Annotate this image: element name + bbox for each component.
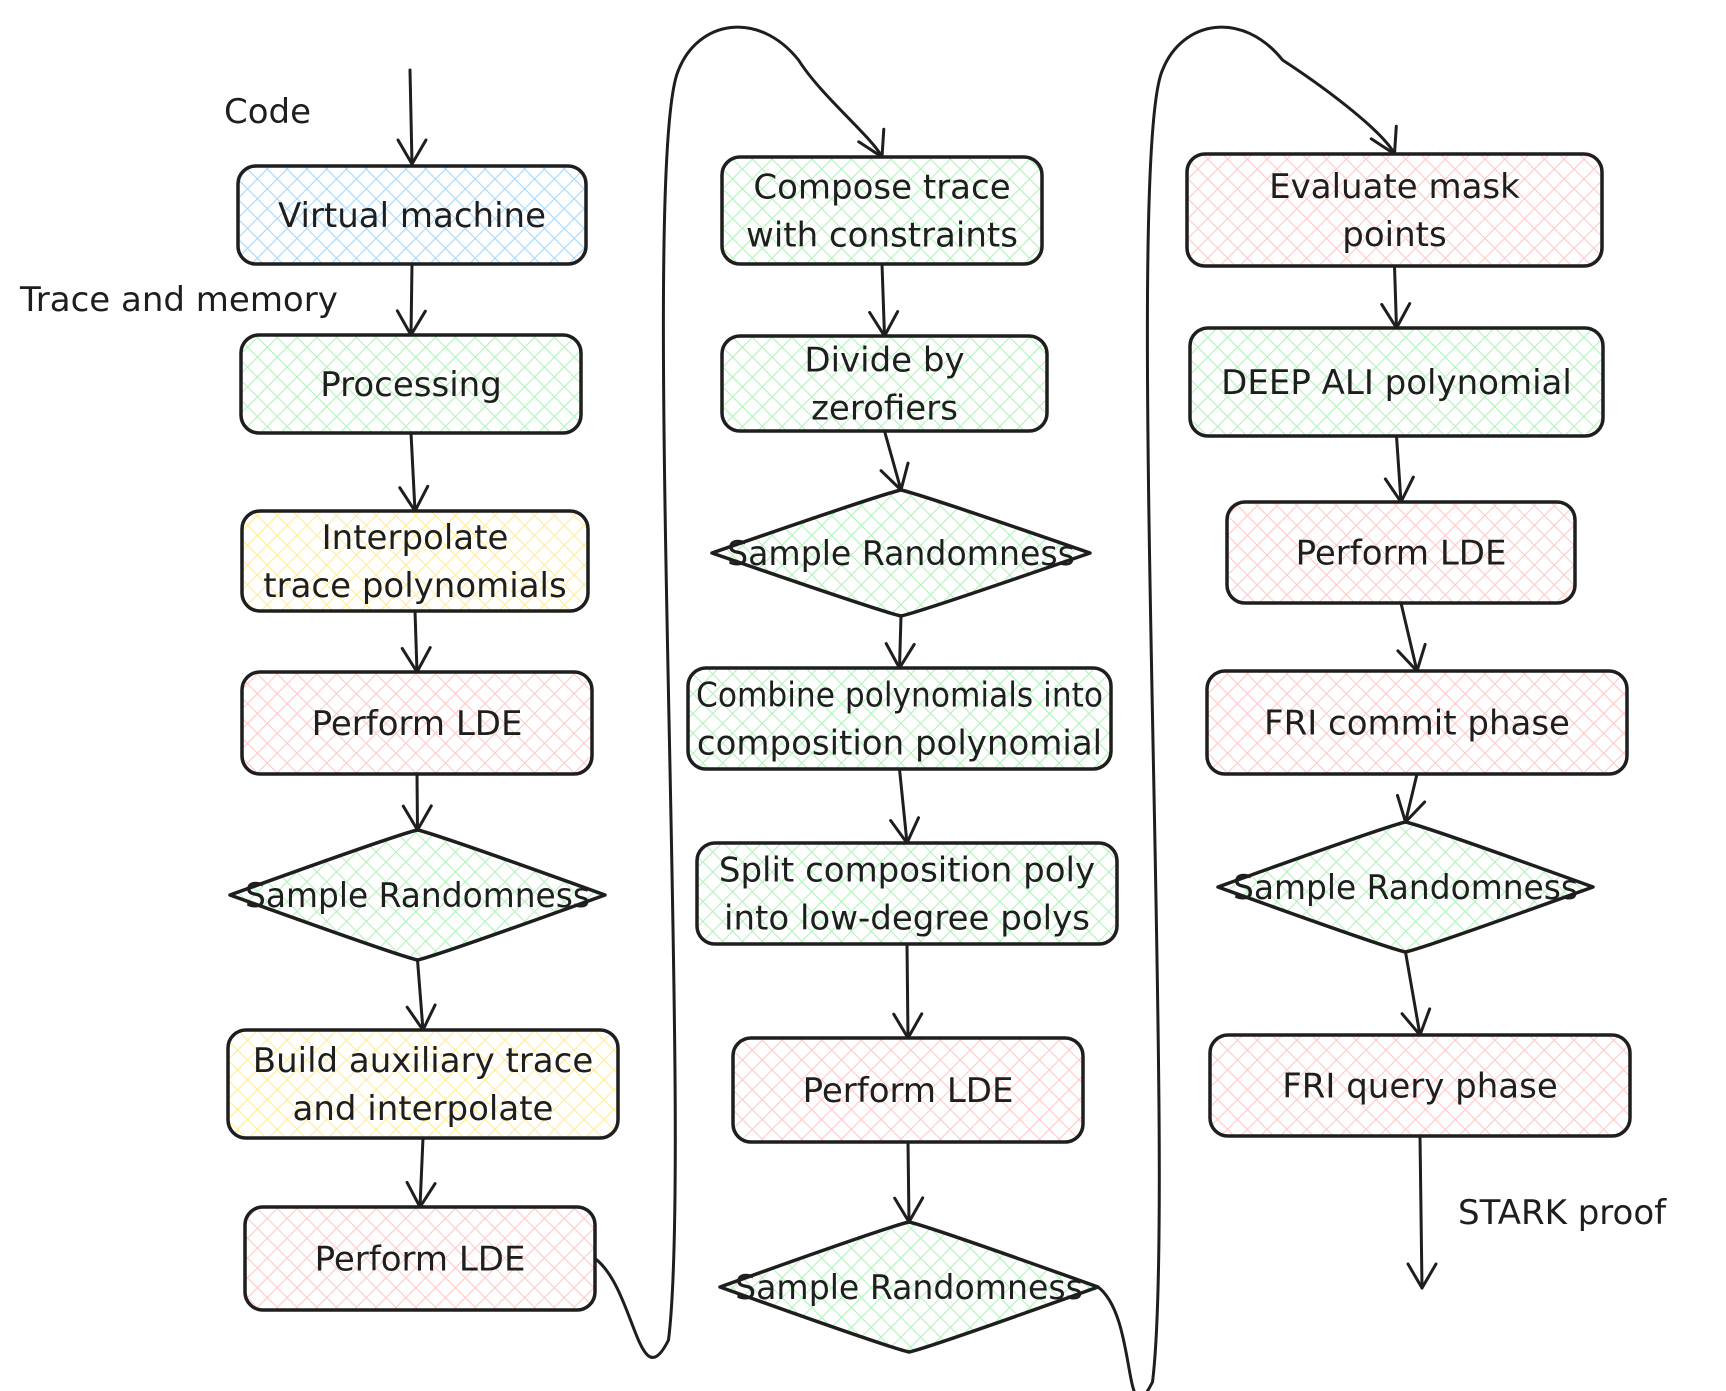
edge-deep-ali-to-lde-4 [1395,434,1403,504]
node-sample-2: Sample Randomness [710,488,1092,618]
sample-2-diamond [710,488,1092,618]
build-aux-label-line-2: and interpolate [293,1089,554,1129]
lde-2-label-line-1: Perform LDE [315,1240,526,1280]
node-fri-query: FRI query phase [1208,1033,1632,1138]
processing-label-line-1: Processing [320,365,502,405]
trace-and-memory-label: Trace and memory [19,280,338,320]
compose-trace-box [720,155,1044,266]
edge-fri-commit-to-sample-4 [1404,772,1419,824]
lde-3-label-line-1: Perform LDE [803,1071,1014,1111]
sample-4-label-line-1: Sample Randomness [1233,868,1578,908]
divide-zerofiers-label-line-1: Divide by [804,341,964,381]
split-composition-label-line-2: into low-degree polys [724,899,1090,939]
code-label: Code [224,92,311,132]
fri-commit-label-line-1: FRI commit phase [1264,704,1570,744]
fri-query-box [1208,1033,1632,1138]
virtual-machine-label-line-1: Virtual machine [278,196,546,236]
edge-lde-3-to-sample-3 [906,1140,911,1224]
stark-proof-label: STARK proof [1458,1193,1667,1233]
divide-zerofiers-label-line-2: zerofiers [811,389,958,429]
combine-polys-label-line-2: composition polynomial [697,724,1102,764]
node-sample-3: Sample Randomness [718,1220,1100,1354]
node-build-aux: Build auxiliary trace and interpolate [226,1028,620,1140]
edge-evaluate-mask-to-deep-ali [1393,264,1398,330]
edge-split-composition-to-lde-3 [905,942,910,1040]
node-fri-commit: FRI commit phase [1205,669,1629,776]
edge-divide-zerofiers-to-sample-2 [883,429,903,492]
node-lde-1: Perform LDE [240,670,594,776]
interpolate-trace-label-line-1: Interpolate [322,518,509,558]
edge-lde-1-to-sample-1 [415,772,419,832]
sample-3-label-line-1: Sample Randomness [735,1268,1083,1308]
evaluate-mask-label-line-2: points [1342,215,1446,255]
edge-lde-4-to-fri-commit [1399,601,1419,673]
edge-virtual-machine-to-processing [409,262,414,337]
combine-polys-box [686,666,1113,771]
node-combine-polys: Combine polynomials into composition poly… [686,666,1113,771]
input-code-arrow [408,68,414,166]
lde-4-label-line-1: Perform LDE [1296,534,1507,574]
edge-compose-trace-to-divide-zerofiers [880,262,886,338]
node-virtual-machine: Virtual machine [236,164,588,266]
sample-2-label-line-1: Sample Randomness [727,534,1075,574]
virtual-machine-box [236,164,588,266]
interpolate-trace-label-line-2: trace polynomials [263,566,566,606]
edge-layer [395,25,1438,1391]
deep-ali-label-line-1: DEEP ALI polynomial [1221,363,1572,403]
node-evaluate-mask: Evaluate mask points [1185,152,1604,268]
edge-lde-2-to-compose-trace [593,25,884,1359]
interpolate-trace-box [240,509,590,613]
node-sample-1: Sample Randomness [228,828,607,962]
lde-3-box [731,1036,1085,1144]
node-lde-4: Perform LDE [1225,500,1577,605]
build-aux-label-line-1: Build auxiliary trace [253,1041,594,1081]
lde-1-label-line-1: Perform LDE [312,704,523,744]
node-compose-trace: Compose trace with constraints [720,155,1044,266]
build-aux-box [226,1028,620,1140]
edge-sample-3-to-evaluate-mask [1096,25,1396,1391]
input-code-arrowhead [396,138,428,166]
evaluate-mask-label-line-1: Evaluate mask [1269,167,1520,207]
deep-ali-box [1188,326,1605,438]
output-proof-arrowhead [1406,1262,1438,1290]
node-split-composition: Split composition poly into low-degree po… [695,841,1119,946]
edge-build-aux-to-lde-2 [418,1136,425,1209]
edge-sample-4-to-fri-query [1404,950,1422,1037]
fri-query-label-line-1: FRI query phase [1282,1067,1558,1107]
node-lde-2: Perform LDE [243,1205,597,1312]
lde-4-box [1225,500,1577,605]
node-processing: Processing [239,333,583,435]
compose-trace-label-line-1: Compose trace [753,168,1010,208]
node-sample-4: Sample Randomness [1216,820,1595,954]
node-lde-3: Perform LDE [731,1036,1085,1144]
node-divide-zerofiers: Divide by zerofiers [720,334,1049,433]
edge-combine-polys-to-split-composition [898,767,909,845]
edge-interpolate-trace-to-lde-1 [413,609,419,674]
lde-2-box [243,1205,597,1312]
divide-zerofiers-box [720,334,1049,433]
compose-trace-label-line-2: with constraints [746,216,1018,256]
sample-4-diamond [1216,820,1595,954]
fri-commit-box [1205,669,1629,776]
edge-sample-1-to-build-aux [416,958,425,1032]
node-interpolate-trace: Interpolate trace polynomials [240,509,590,613]
processing-box [239,333,583,435]
sample-1-diamond [228,828,607,962]
combine-polys-label-line-1: Combine polynomials into [696,676,1103,716]
edge-processing-to-interpolate-trace [409,431,417,513]
lde-1-box [240,670,594,776]
sample-1-label-line-1: Sample Randomness [245,876,590,916]
split-composition-label-line-1: Split composition poly [719,851,1095,891]
edge-sample-2-to-combine-polys [898,614,903,670]
evaluate-mask-box [1185,152,1604,268]
sample-3-diamond [718,1220,1100,1354]
node-deep-ali: DEEP ALI polynomial [1188,326,1605,438]
split-composition-box [695,841,1119,946]
output-proof-arrow [1418,1134,1424,1290]
